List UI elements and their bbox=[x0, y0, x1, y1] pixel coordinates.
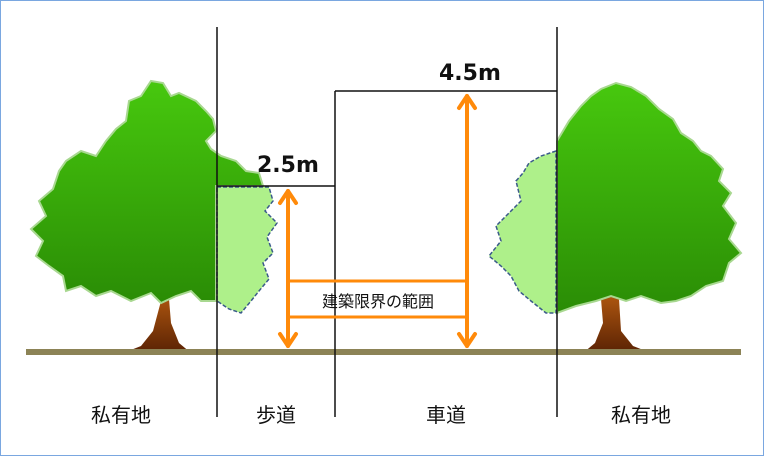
clearance-arrows bbox=[278, 94, 477, 348]
ground-line bbox=[26, 349, 741, 355]
zone-label-roadway: 車道 bbox=[426, 403, 466, 427]
clearance-range-label: 建築限界の範囲 bbox=[321, 292, 434, 311]
boundary-lines bbox=[216, 27, 558, 417]
zone-label-private-right: 私有地 bbox=[611, 403, 671, 427]
left-tree-icon bbox=[29, 79, 278, 353]
zone-label-sidewalk: 歩道 bbox=[256, 403, 296, 427]
zone-label-private-left: 私有地 bbox=[91, 403, 151, 427]
sidewalk-height-label: 2.5m bbox=[257, 153, 319, 178]
right-tree-icon bbox=[487, 81, 743, 353]
roadway-height-label: 4.5m bbox=[439, 61, 501, 86]
